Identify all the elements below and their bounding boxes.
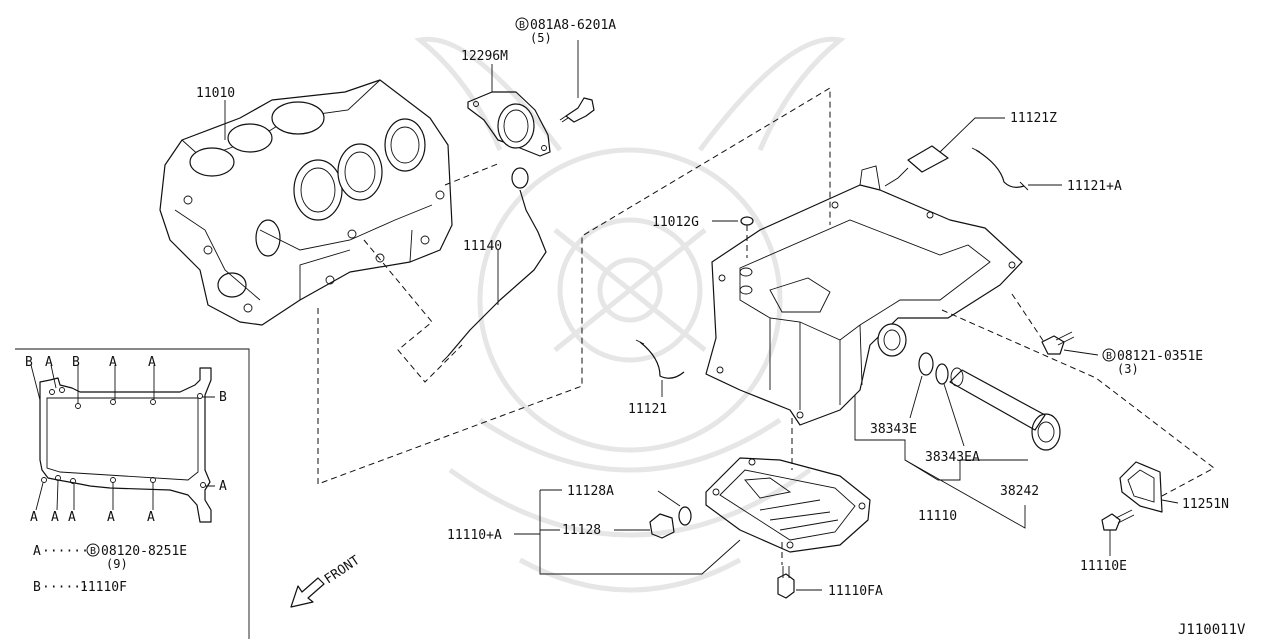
legend-circled-a: B (90, 546, 96, 557)
inset-marker-top-3: B (72, 355, 80, 370)
inset-gasket (39, 367, 212, 523)
inset-marker-top-4: A (109, 355, 117, 370)
bolt-08121-0351e: B 08121-0351E (3) (1041, 331, 1203, 376)
inset-panel: B A B A A B A A A A A A A ······ B 08120… (15, 348, 250, 639)
arrow-front-icon (290, 577, 325, 608)
legend-ref-b: 11110F (80, 580, 127, 595)
inset-marker-bottom-1: A (30, 510, 38, 525)
label-11010: 11010 (196, 86, 235, 101)
inset-marker-top-2: A (45, 355, 53, 370)
bolt-11110e: 11110E (1080, 509, 1135, 574)
label-11110fa: 11110FA (828, 584, 883, 599)
circled-b-icon (1102, 348, 1116, 362)
label-38242: 38242 (1000, 484, 1039, 499)
label-11128a: 11128A (567, 484, 614, 499)
label-12296m: 12296M (461, 49, 508, 64)
inset-legend-row-a: A ······ B 08120-8251E (9) (33, 543, 187, 571)
front-indicator: FRONT (290, 553, 363, 608)
inset-marker-right-1: B (219, 390, 227, 405)
watermark-emblem (414, 36, 846, 593)
label-11121a: 11121+A (1067, 179, 1122, 194)
legend-dots-b: ······ (42, 580, 89, 595)
assembly-dashed-lines (317, 87, 1215, 565)
bolt-081a8-6201a: B 081A8-6201A (5) (515, 17, 616, 123)
inset-marker-right-2: A (219, 479, 227, 494)
legend-ref-a: 08120-8251E (101, 544, 187, 559)
cylinder-block-11010: 11010 (159, 79, 453, 326)
bracket-11121: 11121 (628, 339, 685, 417)
label-081a8-6201a: 081A8-6201A (530, 18, 616, 33)
circled-b-icon (86, 543, 100, 557)
orings-38343: 38343E 38343EA (870, 352, 980, 465)
circled-b-text: B (519, 20, 525, 31)
rear-seal-retainer-12296m: 12296M (461, 49, 551, 157)
legend-dots-a: ······ (42, 544, 89, 559)
cover-11251n: 11251N (1119, 461, 1229, 513)
circled-b-icon (515, 17, 529, 31)
label-38343e: 38343E (870, 422, 917, 437)
label-11110a: 11110+A (447, 528, 502, 543)
qty-08121-0351e: (3) (1117, 362, 1139, 376)
washer-11128a (678, 506, 692, 526)
harness-11121z: 11121Z (884, 111, 1057, 187)
drain-plug-11128 (649, 513, 675, 539)
label-11121: 11121 (628, 402, 667, 417)
label-38343ea: 38343EA (925, 450, 980, 465)
lower-oil-pan-11110a: 11128A 11128 11110+A (447, 457, 871, 575)
label-11012g: 11012G (652, 215, 699, 230)
legend-qty-a: (9) (106, 557, 128, 571)
upper-oil-pan-11110: 11110 (705, 165, 1028, 529)
diagram-code: J110011V (1178, 622, 1246, 638)
dipstick-11140: 11140 (441, 167, 547, 363)
label-11110e: 11110E (1080, 559, 1127, 574)
plug-11012g: 11012G (652, 215, 754, 230)
label-08121-0351e: 08121-0351E (1117, 349, 1203, 364)
inset-marker-bottom-4: A (107, 510, 115, 525)
legend-key-a: A (33, 544, 41, 559)
label-11140: 11140 (463, 239, 502, 254)
label-11128: 11128 (562, 523, 601, 538)
tube-38242: 38242 (949, 367, 1061, 499)
label-11121z: 11121Z (1010, 111, 1057, 126)
inset-marker-bottom-5: A (147, 510, 155, 525)
inset-marker-top-1: B (25, 355, 33, 370)
label-11110: 11110 (918, 509, 957, 524)
inset-legend-row-b: B ······ 11110F (33, 580, 127, 595)
qty-081a8-6201a: (5) (530, 31, 552, 45)
inset-marker-top-5: A (148, 355, 156, 370)
inset-marker-bottom-2: A (51, 510, 59, 525)
bolt-11110fa: 11110FA (777, 566, 883, 599)
label-11251n: 11251N (1182, 497, 1229, 512)
bracket-11121a: 11121+A (971, 147, 1122, 194)
circled-b-text: B (1106, 351, 1112, 362)
inset-marker-bottom-3: A (68, 510, 76, 525)
legend-key-b: B (33, 580, 41, 595)
front-label: FRONT (322, 553, 363, 587)
